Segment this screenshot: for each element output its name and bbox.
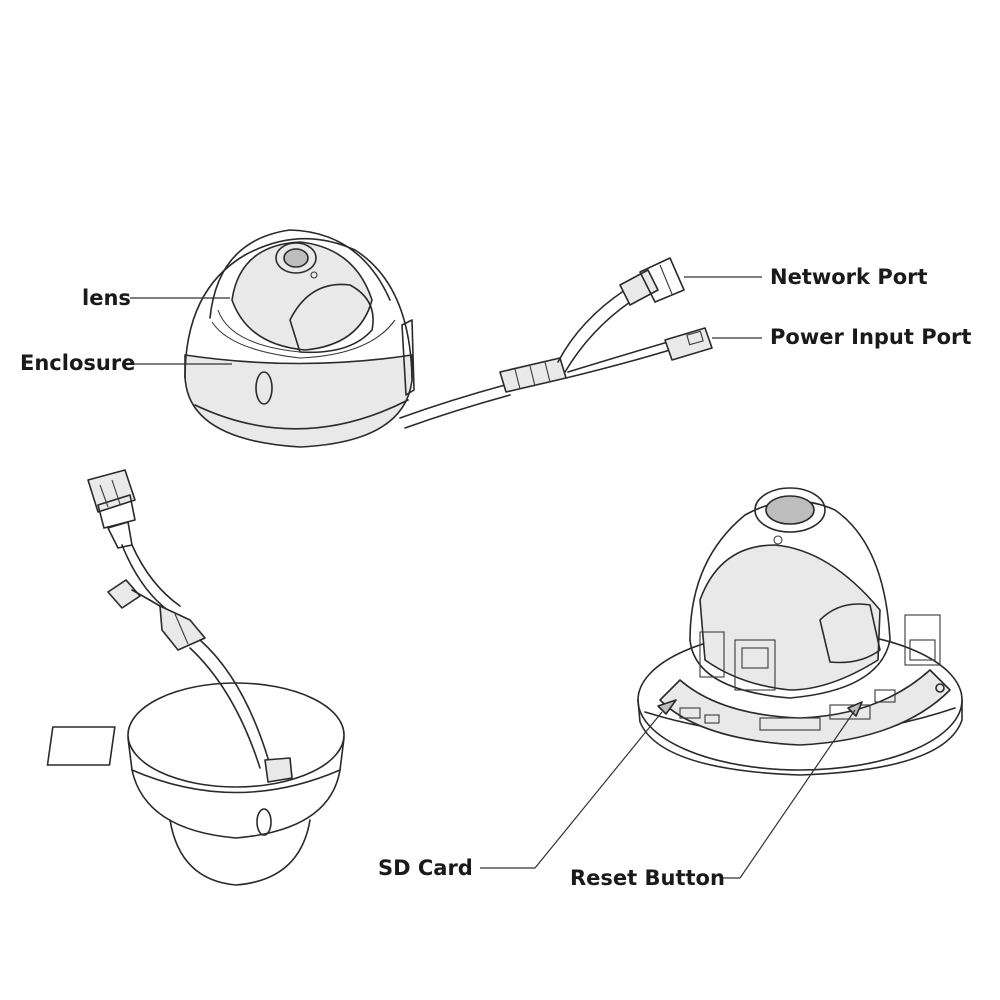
label-network-port: Network Port	[770, 265, 928, 289]
label-reset-button: Reset Button	[570, 866, 725, 890]
leader-reset-button	[720, 709, 856, 879]
dome-camera-open-base-view	[637, 487, 963, 776]
label-power-input-port: Power Input Port	[770, 325, 972, 349]
label-lens: lens	[82, 286, 131, 310]
dome-camera-front-view	[184, 229, 713, 448]
label-sd-card: SD Card	[378, 856, 473, 880]
dome-camera-rear-view	[46, 469, 345, 886]
leader-sd-card	[480, 711, 663, 869]
label-enclosure: Enclosure	[20, 351, 136, 375]
